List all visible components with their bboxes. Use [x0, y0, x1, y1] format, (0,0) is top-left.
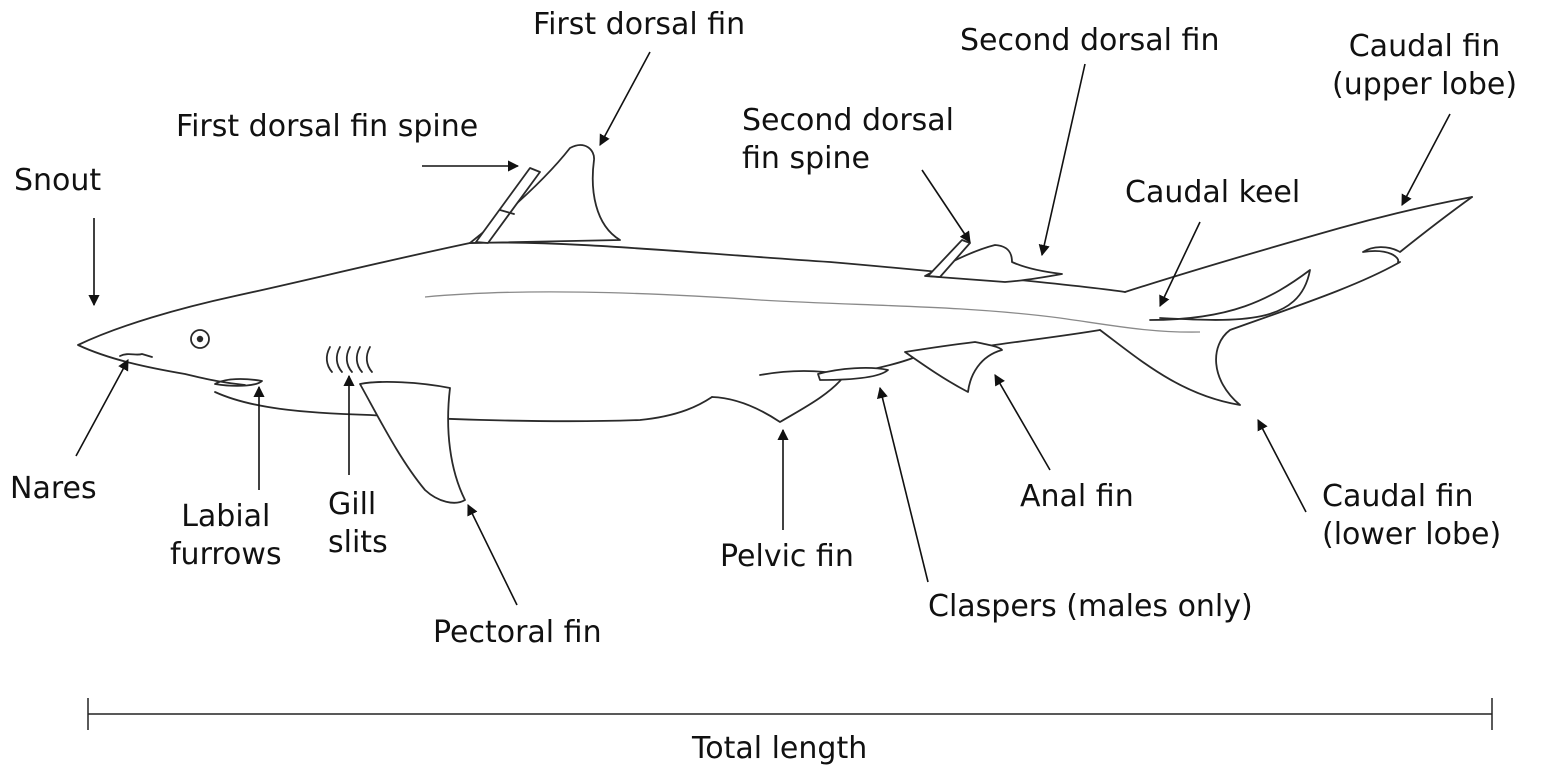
- arrow-nares: [76, 360, 128, 456]
- lateral-line: [425, 292, 1200, 332]
- label-snout: Snout: [14, 162, 101, 200]
- label-first-dorsal-fin-spine: First dorsal fin spine: [176, 108, 478, 146]
- pectoral-fin-shape: [360, 382, 465, 503]
- label-labial-furrows: Labial furrows: [170, 498, 282, 574]
- label-first-dorsal-fin: First dorsal fin: [533, 6, 745, 44]
- label-nares: Nares: [10, 470, 97, 508]
- anal-fin-shape: [905, 342, 1002, 392]
- gill-slits-shape: [327, 347, 372, 372]
- eye: [191, 330, 209, 348]
- arrow-first-dorsal-fin: [600, 52, 650, 145]
- arrow-second-dorsal-fin: [1042, 64, 1085, 255]
- second-dorsal-fin-shape: [925, 240, 1062, 282]
- label-anal-fin: Anal fin: [1020, 478, 1134, 516]
- clasper-shape: [818, 368, 888, 380]
- arrow-caudal-keel: [1160, 222, 1200, 306]
- arrow-caudal-upper: [1402, 114, 1450, 205]
- label-second-dorsal-fin: Second dorsal fin: [960, 22, 1219, 60]
- label-total-length: Total length: [692, 730, 867, 768]
- label-caudal-fin-upper-lobe: Caudal fin (upper lobe): [1332, 28, 1517, 104]
- label-pelvic-fin: Pelvic fin: [720, 538, 854, 576]
- shark-body: [78, 197, 1472, 422]
- arrow-second-dorsal-spine: [922, 170, 970, 242]
- label-second-dorsal-fin-spine: Second dorsal fin spine: [742, 102, 954, 178]
- total-length-bar: [88, 698, 1492, 730]
- label-claspers: Claspers (males only): [928, 588, 1253, 626]
- arrow-pectoral-fin: [468, 505, 517, 605]
- label-caudal-keel: Caudal keel: [1125, 174, 1300, 212]
- arrow-caudal-lower: [1258, 420, 1306, 512]
- arrow-anal-fin: [995, 375, 1050, 470]
- label-caudal-fin-lower-lobe: Caudal fin (lower lobe): [1322, 478, 1501, 554]
- arrow-claspers: [880, 388, 928, 582]
- first-dorsal-fin-shape: [470, 145, 620, 243]
- label-gill-slits: Gill slits: [328, 486, 388, 562]
- label-pectoral-fin: Pectoral fin: [433, 614, 602, 652]
- nostril: [120, 354, 152, 357]
